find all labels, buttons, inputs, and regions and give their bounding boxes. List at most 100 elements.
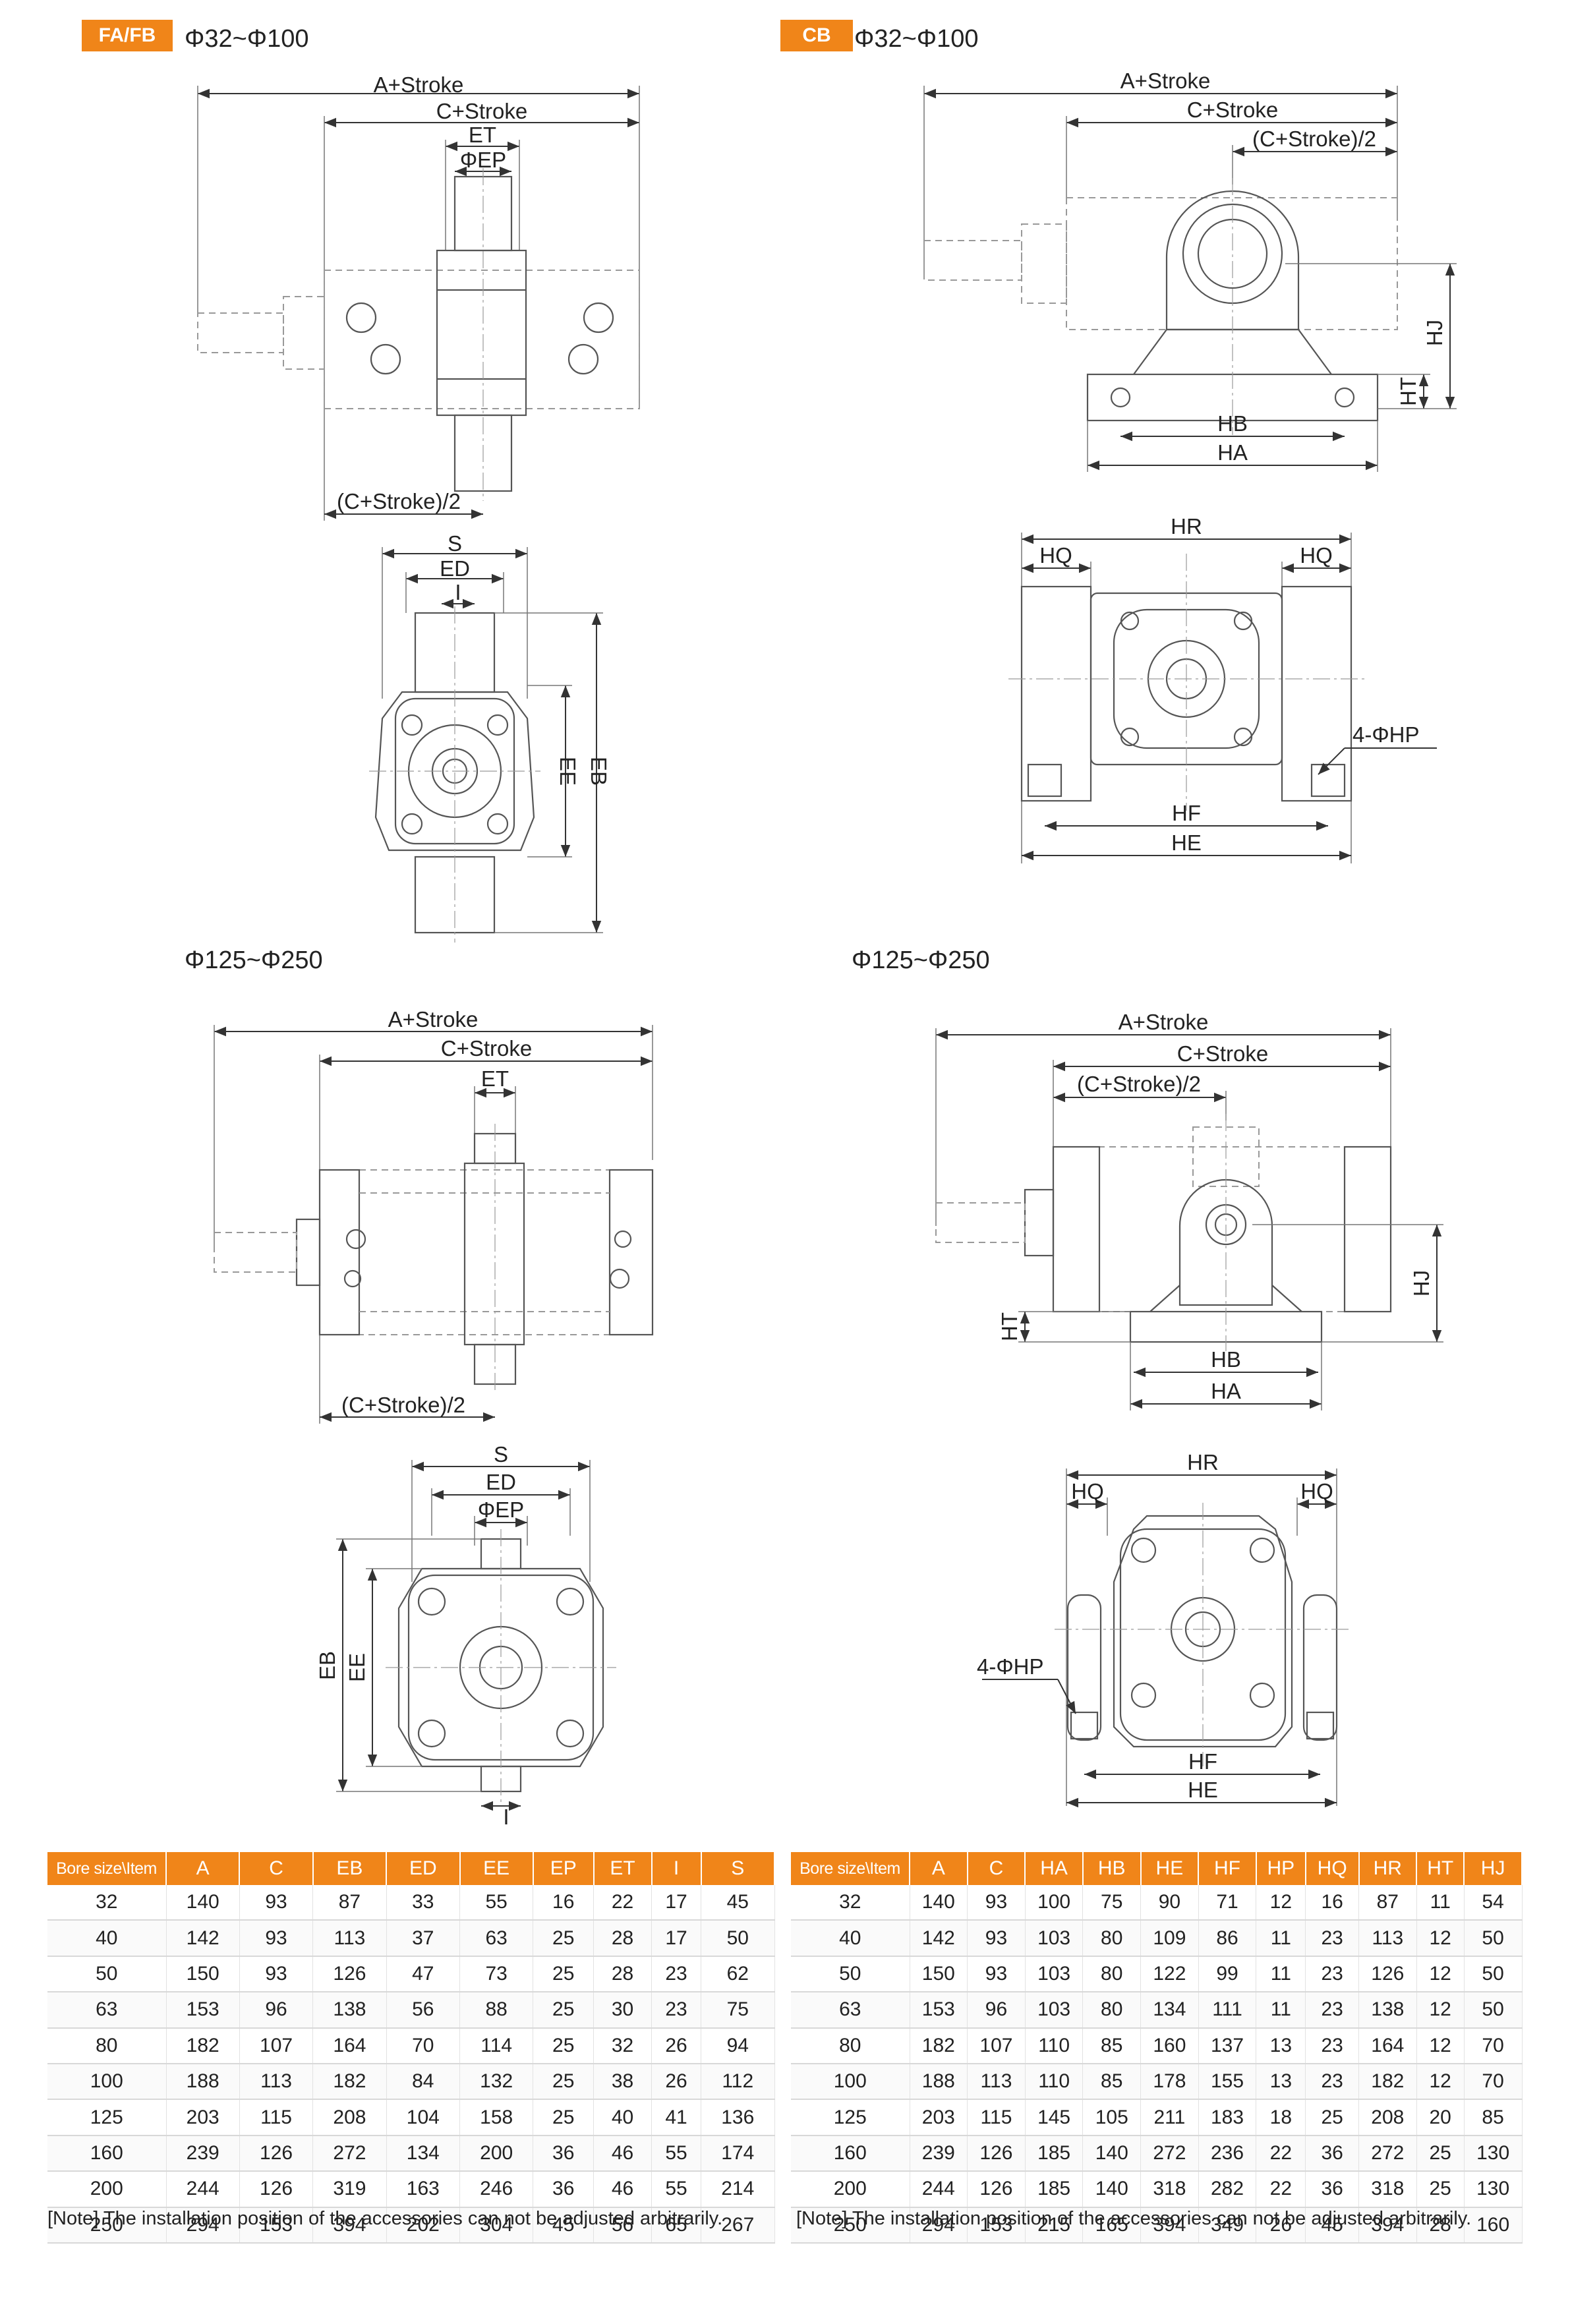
table-cell: 107 bbox=[239, 2027, 314, 2064]
table-cell: 155 bbox=[1198, 2063, 1257, 2101]
cb-range-large-heading: Φ125~Φ250 bbox=[852, 946, 990, 974]
table-cell: 80 bbox=[47, 2027, 167, 2064]
table-cell: 26 bbox=[651, 2027, 702, 2064]
table-cell: 70 bbox=[1464, 2027, 1523, 2064]
cb-large-a-stroke-label: A+Stroke bbox=[1119, 1010, 1209, 1034]
table-cell: 70 bbox=[1464, 2063, 1523, 2101]
column-header: HR bbox=[1358, 1852, 1418, 1885]
table-cell: 185 bbox=[1025, 2135, 1084, 2172]
table-cell: 86 bbox=[1198, 1920, 1257, 1957]
column-header: C bbox=[967, 1852, 1026, 1885]
table-cell: 25 bbox=[533, 2099, 595, 2136]
fa-small-front-view: S ED I EE EB bbox=[369, 531, 611, 943]
table-cell: 88 bbox=[459, 1992, 534, 2029]
cb-small-ha-label: HA bbox=[1217, 440, 1248, 465]
table-cell: 164 bbox=[1358, 2027, 1417, 2064]
table-cell: 203 bbox=[166, 2099, 240, 2136]
table-cell: 272 bbox=[1140, 2135, 1199, 2172]
table-cell: 250 bbox=[47, 2207, 167, 2244]
table-cell: 158 bbox=[459, 2099, 534, 2136]
table-cell: 16 bbox=[1305, 1885, 1359, 1921]
table-cell: 126 bbox=[967, 2171, 1026, 2208]
cb-large-hq-left-label: HQ bbox=[1071, 1479, 1104, 1503]
cb-large-c-half-label: (C+Stroke)/2 bbox=[1077, 1072, 1201, 1096]
cb-large-side-view: A+Stroke C+Stroke (C+Stroke)/2 HB HA HJ … bbox=[935, 1010, 1443, 1410]
table-cell: 32 bbox=[47, 1885, 167, 1921]
table-cell: 22 bbox=[1256, 2171, 1306, 2208]
table-cell: 100 bbox=[47, 2063, 167, 2101]
column-header: C bbox=[239, 1852, 314, 1885]
column-header: HJ bbox=[1464, 1852, 1523, 1885]
column-header: HA bbox=[1025, 1852, 1084, 1885]
table-cell: 25 bbox=[533, 2027, 595, 2064]
column-header: HE bbox=[1140, 1852, 1200, 1885]
table-cell: 28 bbox=[1416, 2207, 1465, 2244]
column-header: EP bbox=[533, 1852, 595, 1885]
table-cell: 46 bbox=[593, 2171, 653, 2208]
table-cell: 50 bbox=[791, 1956, 910, 1993]
table-cell: 23 bbox=[1305, 2063, 1359, 2101]
table-cell: 153 bbox=[166, 1992, 240, 2029]
column-header: HQ bbox=[1305, 1852, 1360, 1885]
table-cell: 142 bbox=[166, 1920, 240, 1957]
table-cell: 239 bbox=[166, 2135, 240, 2172]
table-cell: 93 bbox=[239, 1920, 314, 1957]
table-cell: 282 bbox=[1198, 2171, 1257, 2208]
table-cell: 174 bbox=[701, 2135, 775, 2172]
fa-small-ed-label: ED bbox=[440, 556, 470, 581]
column-header: HT bbox=[1416, 1852, 1465, 1885]
cb-large-hp-label: 4-ΦHP bbox=[977, 1654, 1044, 1679]
table-cell: 25 bbox=[533, 1956, 595, 1993]
table-cell: 56 bbox=[593, 2207, 653, 2244]
table-cell: 85 bbox=[1464, 2099, 1523, 2136]
table-cell: 142 bbox=[910, 1920, 968, 1957]
table-cell: 11 bbox=[1416, 1885, 1465, 1921]
table-cell: 188 bbox=[910, 2063, 968, 2101]
column-header: Bore size\Item bbox=[791, 1852, 910, 1885]
cb-small-side-view: A+Stroke C+Stroke (C+Stroke)/2 HB HA HJ … bbox=[923, 69, 1457, 472]
table-cell: 110 bbox=[1025, 2027, 1084, 2064]
fa-large-s-label: S bbox=[494, 1442, 508, 1467]
table-cell: 56 bbox=[386, 1992, 461, 2029]
fa-large-ee-label: EE bbox=[345, 1653, 369, 1682]
table-cell: 63 bbox=[459, 1920, 534, 1957]
table-cell: 41 bbox=[651, 2099, 702, 2136]
table-cell: 23 bbox=[651, 1992, 702, 2029]
cb-small-hp-label: 4-ΦHP bbox=[1352, 722, 1420, 747]
column-header: EE bbox=[459, 1852, 534, 1885]
table-cell: 12 bbox=[1416, 1920, 1465, 1957]
cb-large-he-label: HE bbox=[1188, 1778, 1218, 1802]
table-cell: 183 bbox=[1198, 2099, 1257, 2136]
fa-fb-note: [Note] The installation position of the … bbox=[47, 2208, 723, 2229]
table-cell: 93 bbox=[967, 1956, 1026, 1993]
table-cell: 93 bbox=[967, 1920, 1026, 1957]
table-cell: 134 bbox=[386, 2135, 461, 2172]
table-cell: 85 bbox=[1082, 2027, 1142, 2064]
table-cell: 45 bbox=[1305, 2207, 1359, 2244]
table-cell: 46 bbox=[593, 2135, 653, 2172]
table-cell: 50 bbox=[1464, 1992, 1523, 2029]
fa-large-ed-label: ED bbox=[486, 1470, 516, 1494]
cb-note: [Note] The installation position of the … bbox=[796, 2208, 1472, 2229]
table-cell: 96 bbox=[967, 1992, 1026, 2029]
table-cell: 25 bbox=[1416, 2171, 1465, 2208]
table-cell: 272 bbox=[312, 2135, 387, 2172]
table-cell: 103 bbox=[1025, 1956, 1084, 1993]
table-cell: 211 bbox=[1140, 2099, 1199, 2136]
table-cell: 294 bbox=[910, 2207, 968, 2244]
table-cell: 134 bbox=[1140, 1992, 1199, 2029]
cb-range-small-heading: Φ32~Φ100 bbox=[854, 25, 979, 53]
fa-fb-badge: FA/FB bbox=[82, 20, 173, 51]
table-cell: 80 bbox=[791, 2027, 910, 2064]
table-cell: 50 bbox=[47, 1956, 167, 1993]
table-cell: 203 bbox=[910, 2099, 968, 2136]
